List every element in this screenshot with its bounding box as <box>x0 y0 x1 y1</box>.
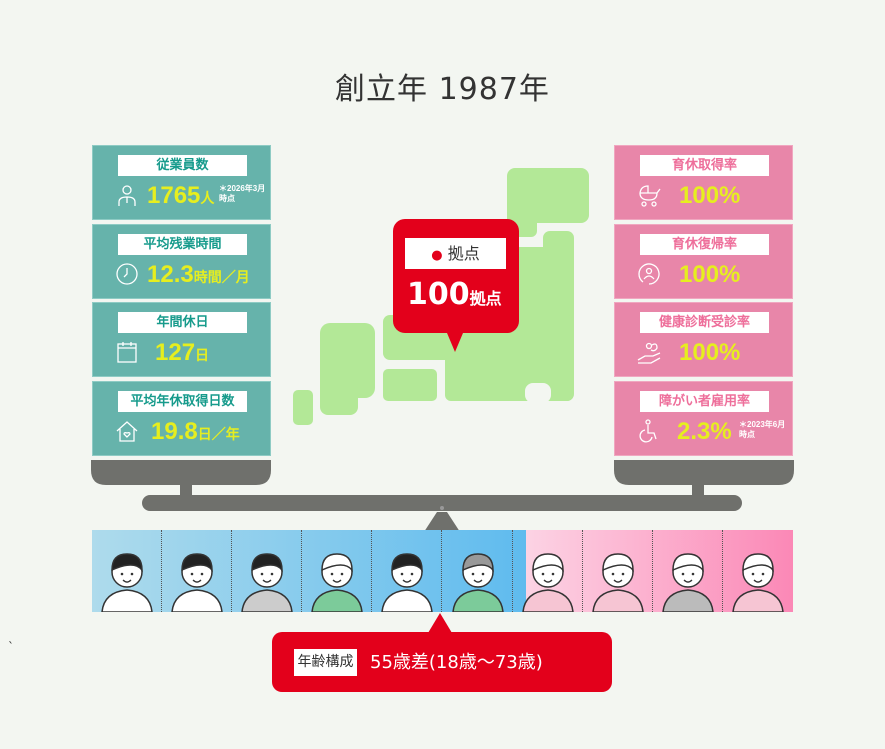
panel-childcare-leave: 育休取得率 100% <box>614 145 793 220</box>
calendar-icon <box>117 342 137 363</box>
wheelchair-icon <box>639 419 657 443</box>
panel-overtime: 平均残業時間 12.3時間／月 <box>92 224 271 299</box>
panel-childcare-return: 育休復帰率 100% <box>614 224 793 299</box>
house-heart-icon <box>116 421 138 442</box>
panel-value: 1765人 <box>147 182 215 209</box>
panel-paid-leave: 平均年休取得日数 19.8日／年 <box>92 381 271 456</box>
panel-holidays: 年間休日 127日 <box>92 302 271 377</box>
panel-value: 2.3% <box>677 418 732 445</box>
person-illustration <box>443 530 513 613</box>
person-illustration <box>232 530 303 613</box>
locations-callout: ● 拠点 100拠点 <box>393 219 519 333</box>
age-label: 年齢構成 <box>294 649 357 676</box>
panel-note: ＊2026年3月時点 <box>219 184 266 203</box>
panel-value: 100% <box>679 339 741 366</box>
person-illustration <box>653 530 723 613</box>
map-pin-icon: ● <box>431 248 443 263</box>
age-composition-callout: 年齢構成 55歳差(18歳～73歳) <box>272 632 612 692</box>
panel-label: 年間休日 <box>118 312 247 333</box>
person-illustration <box>92 530 163 613</box>
panel-label: 障がい者雇用率 <box>640 391 769 412</box>
panel-label: 平均年休取得日数 <box>118 391 247 412</box>
person-illustration <box>372 530 443 613</box>
person-illustration <box>302 530 373 613</box>
panel-note: ＊2023年6月時点 <box>739 420 786 439</box>
panel-disability-employment: 障がい者雇用率 2.3% ＊2023年6月時点 <box>614 381 793 456</box>
person-illustration <box>583 530 653 613</box>
locations-value: 100拠点 <box>407 277 502 312</box>
person-illustration <box>162 530 233 613</box>
age-value: 55歳差(18歳～73歳) <box>370 652 543 673</box>
panel-employees: 従業員数 1765人 ＊2026年3月時点 <box>92 145 271 220</box>
panel-label: 育休復帰率 <box>640 234 769 255</box>
clock-icon <box>116 263 138 285</box>
panel-health-checkup: 健康診断受診率 100% <box>614 302 793 377</box>
employee-icon <box>118 185 136 206</box>
panel-value: 12.3時間／月 <box>147 261 250 288</box>
panel-value: 19.8日／年 <box>151 418 240 445</box>
panel-value: 100% <box>679 182 741 209</box>
panel-label: 従業員数 <box>118 155 247 176</box>
panel-value: 127日 <box>155 339 210 366</box>
person-illustration <box>723 530 793 613</box>
panel-label: 育休取得率 <box>640 155 769 176</box>
panel-label: 平均残業時間 <box>118 234 247 255</box>
stethoscope-hand-icon <box>637 342 661 364</box>
founding-year-title: 創立年 1987年 <box>335 72 550 107</box>
locations-label: ● 拠点 <box>405 238 506 269</box>
panel-label: 健康診断受診率 <box>640 312 769 333</box>
stroller-icon <box>639 185 661 207</box>
person-illustration <box>513 530 583 613</box>
return-person-icon <box>638 263 660 285</box>
panel-value: 100% <box>679 261 741 288</box>
stray-mark: ` <box>8 640 14 654</box>
